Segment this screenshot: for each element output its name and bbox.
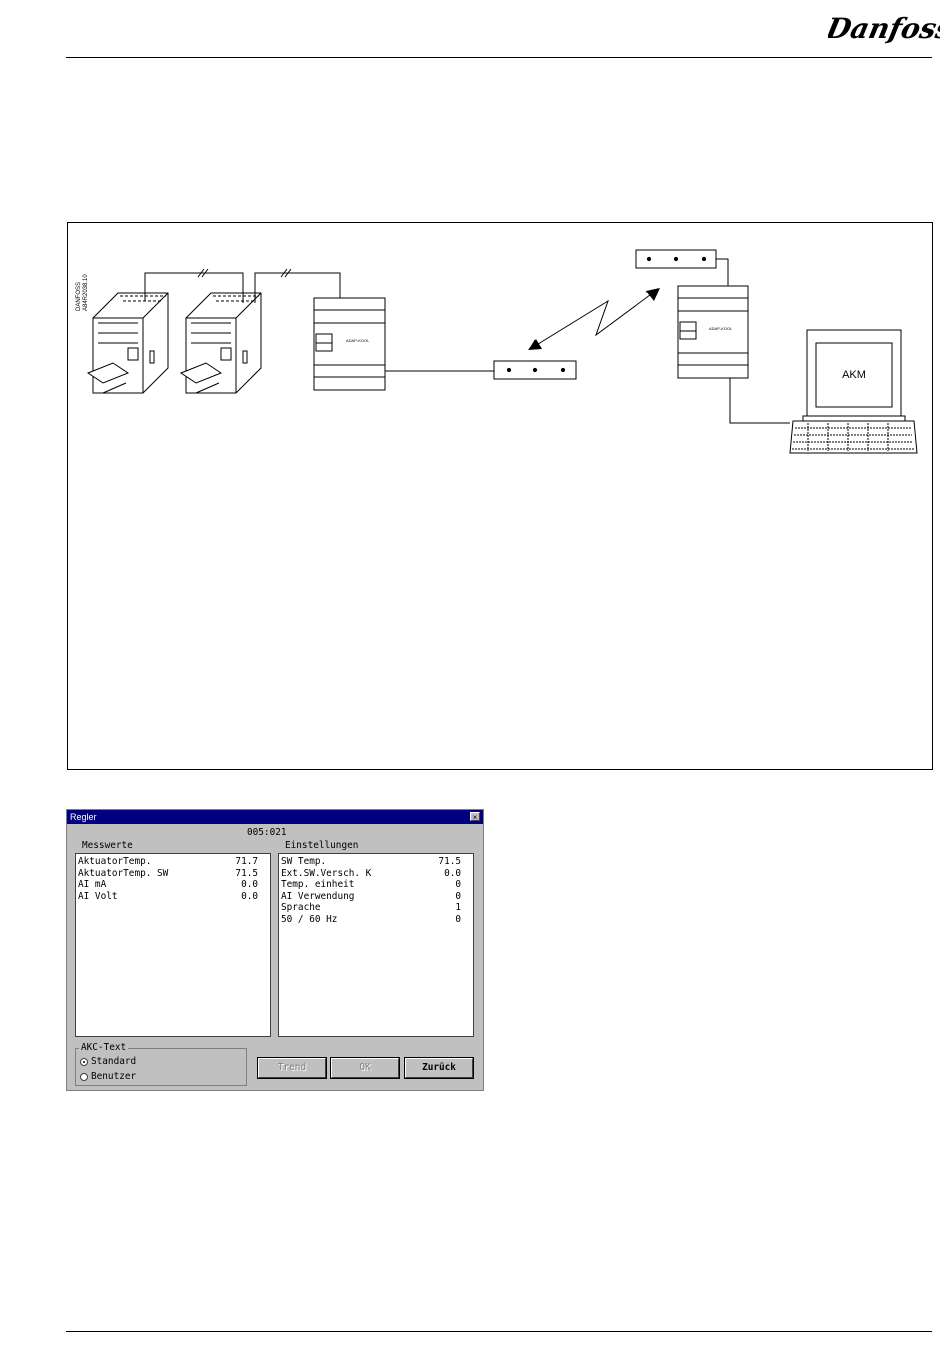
akc-text-group: [75, 1048, 247, 1086]
measurements-header: Messwerte: [82, 840, 133, 851]
gateway-unit-2-brand: ADAP-KOOL: [709, 326, 733, 331]
ok-button[interactable]: OK: [330, 1057, 400, 1079]
pc-workstation: [789, 329, 918, 454]
figure-code-label-1: DANFOSS: [76, 282, 82, 311]
danfoss-logo: Danfoss: [828, 11, 940, 45]
radio-standard-label[interactable]: Standard: [91, 1056, 137, 1067]
gateway-unit-1: [313, 297, 386, 391]
footer-rule: [66, 1331, 932, 1332]
radio-standard[interactable]: [80, 1058, 88, 1066]
controller-1: [86, 292, 169, 394]
controller-2: [179, 292, 262, 394]
bus-lines: [144, 268, 341, 303]
dialog-titlebar: Regler ×: [67, 810, 483, 824]
regler-dialog: Regler × 005:021 Messwerte Einstellungen…: [66, 809, 484, 1091]
modem-1: [493, 360, 577, 380]
settings-header: Einstellungen: [285, 840, 359, 851]
list-item[interactable]: AktuatorTemp.71.7: [78, 856, 258, 867]
controller-address: 005:021: [247, 827, 287, 838]
modem-2: [635, 249, 717, 269]
pc-screen-label: AKM: [842, 369, 866, 381]
header-rule: [66, 57, 932, 58]
network-diagram: DANFOSS A84R2038.10: [67, 222, 933, 770]
dialog-title: Regler: [70, 812, 97, 822]
radio-user[interactable]: [80, 1073, 88, 1081]
figure-code-label-2: A84R2038.10: [83, 274, 89, 311]
gateway-unit-1-brand: ADAP-KOOL: [346, 338, 370, 343]
gateway-unit-2: [677, 285, 749, 379]
radio-user-label[interactable]: Benutzer: [91, 1071, 137, 1082]
close-icon[interactable]: ×: [470, 812, 480, 822]
akc-text-group-label: AKC-Text: [79, 1042, 129, 1054]
svg-text:Danfoss: Danfoss: [828, 11, 940, 45]
trend-button[interactable]: Trend: [257, 1057, 327, 1079]
back-button[interactable]: Zurück: [404, 1057, 474, 1079]
list-item[interactable]: SW Temp.71.5: [281, 856, 461, 867]
wireless-link: [529, 288, 659, 350]
